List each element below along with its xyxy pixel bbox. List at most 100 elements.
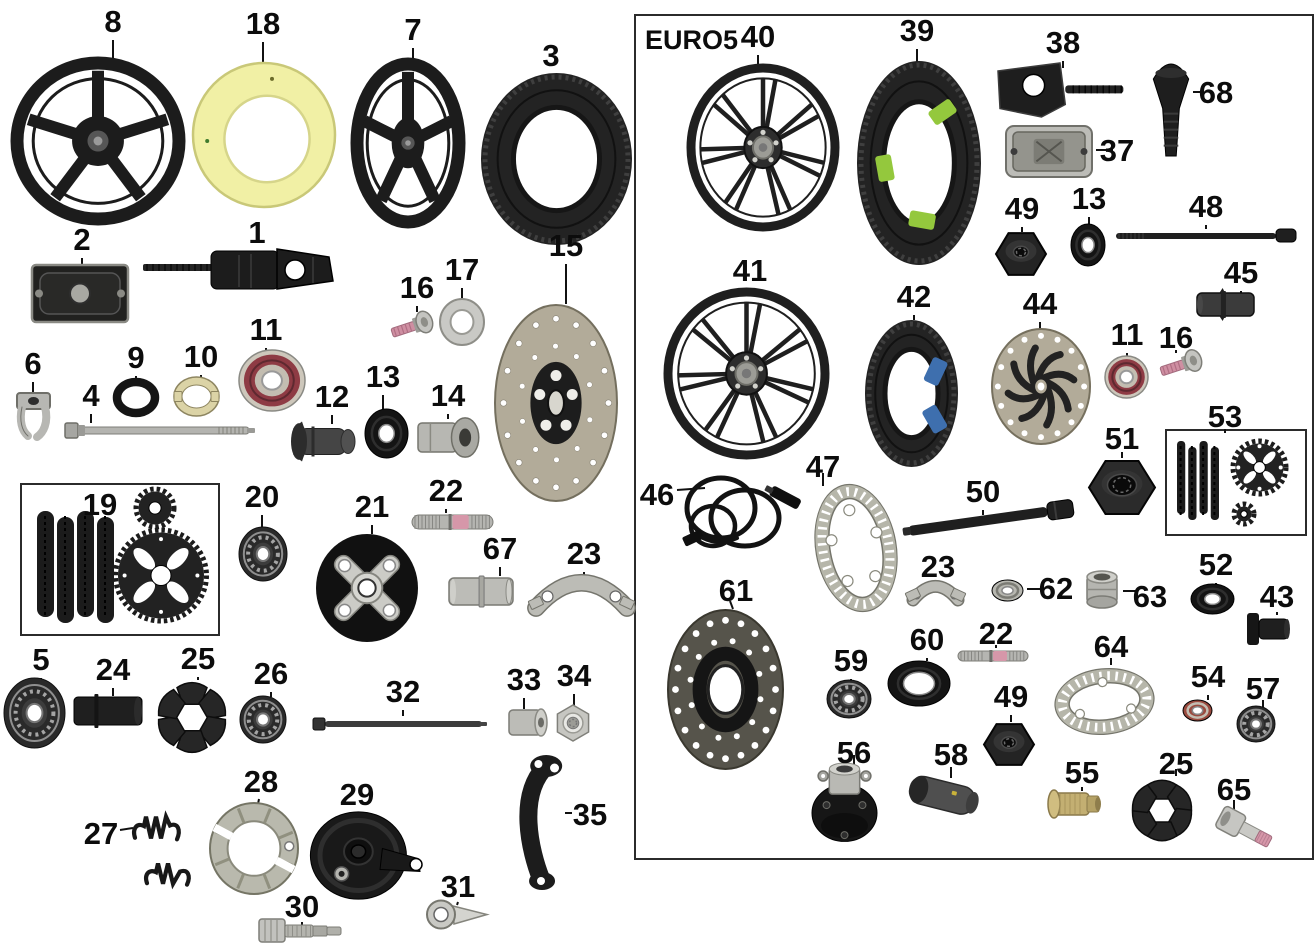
part-60-seal-illustration (887, 660, 951, 707)
part-label-59: 59 (833, 643, 869, 678)
part-47-absRing-illustration (814, 483, 898, 613)
part-68-valve-illustration (1152, 63, 1190, 157)
part-label-51: 51 (1104, 421, 1140, 456)
part-23r-lockplate-illustration (904, 579, 967, 607)
part-label-54: 54 (1190, 659, 1226, 694)
part-label-11: 11 (249, 312, 283, 347)
leader-line-46 (676, 487, 706, 491)
part-label-38: 38 (1045, 25, 1081, 60)
part-label-13r: 13 (1071, 181, 1107, 216)
part-label-17: 17 (444, 252, 480, 287)
part-2-plateStamped-illustration (30, 263, 130, 324)
part-4-axleHexL-illustration (64, 422, 255, 439)
part-label-22: 22 (428, 473, 464, 508)
part-label-6: 6 (24, 346, 42, 381)
part-label-62: 62 (1038, 571, 1074, 606)
part-label-14: 14 (430, 378, 466, 413)
part-50-axleAngled-illustration (902, 499, 1075, 536)
part-label-3: 3 (542, 38, 560, 73)
part-label-45: 45 (1223, 255, 1259, 290)
part-46-cable-illustration (682, 475, 801, 549)
part-39-tire-illustration (857, 61, 981, 265)
part-label-40: 40 (740, 19, 776, 54)
leader-line-27a (119, 827, 134, 831)
part-label-18: 18 (245, 6, 281, 41)
part-32-axleThin-illustration (312, 717, 487, 731)
part-label-43: 43 (1259, 579, 1295, 614)
part-65-boltAllen-illustration (1215, 805, 1273, 848)
part-23-lockplate-illustration (527, 573, 636, 617)
part-label-50: 50 (965, 474, 1001, 509)
leader-line-31 (456, 901, 459, 906)
part-label-8: 8 (104, 4, 122, 39)
part-10-lockwasher-illustration (173, 376, 220, 417)
part-59-bearingBall-illustration (826, 679, 872, 719)
part-34-nutSilver-illustration (556, 704, 590, 742)
part-45-bushDark-illustration (1196, 288, 1255, 321)
part-61-discDark-illustration (667, 609, 784, 770)
part-label-47: 47 (805, 449, 841, 484)
part-51-nutBlack-illustration (1087, 460, 1157, 515)
part-label-25: 25 (180, 641, 216, 676)
part-label-68: 68 (1198, 75, 1234, 110)
part-label-23r: 23 (920, 549, 956, 584)
part-38-bracket-illustration (997, 62, 1124, 118)
part-label-67: 67 (482, 531, 518, 566)
part-48-axleDark-illustration (1116, 228, 1297, 243)
part-43-bushBlackT-illustration (1247, 613, 1290, 645)
part-17-washer-illustration (439, 298, 485, 346)
part-label-57: 57 (1245, 671, 1281, 706)
part-12-rubberBush-illustration (291, 421, 356, 462)
part-label-64: 64 (1093, 629, 1129, 664)
part-8-wheel5-illustration (10, 56, 186, 226)
part-label-35: 35 (572, 797, 608, 832)
part-label-53: 53 (1207, 399, 1243, 434)
part-24-sleeveBlack-illustration (73, 694, 143, 728)
part-label-49a: 49 (1004, 191, 1040, 226)
part-16r-boltPink-illustration (1159, 348, 1203, 376)
part-label-19: 19 (82, 487, 118, 522)
part-label-25r: 25 (1158, 746, 1194, 781)
part-64-absRing-illustration (1054, 668, 1155, 735)
part-5-bearingBall-illustration (3, 677, 66, 749)
part-label-41: 41 (732, 253, 768, 288)
part-label-20: 20 (244, 479, 280, 514)
part-49a-nutBlack-illustration (994, 232, 1048, 276)
part-25-damper-illustration (157, 681, 227, 754)
part-label-28: 28 (243, 764, 279, 799)
part-1-adjuster-illustration (143, 248, 334, 290)
part-label-27a: 27 (83, 816, 119, 851)
part-6-clipFork-illustration (16, 392, 51, 441)
part-label-29: 29 (339, 777, 375, 812)
part-3-tire-illustration (481, 73, 632, 245)
part-28-shoes-illustration (209, 802, 299, 895)
part-label-48: 48 (1188, 189, 1224, 224)
part-25r-damper-illustration (1131, 779, 1193, 842)
part-label-24: 24 (95, 652, 131, 687)
part-label-16r: 16 (1158, 320, 1194, 355)
euro5-box (634, 14, 1314, 860)
part-label-22r: 22 (978, 616, 1014, 651)
part-21-hubFlange-illustration (316, 534, 418, 642)
part-label-11r: 11 (1110, 317, 1144, 352)
part-label-10: 10 (183, 339, 219, 374)
part-52-seal-illustration (1190, 583, 1235, 615)
part-label-33: 33 (506, 662, 542, 697)
part-41-wheel7-illustration (663, 287, 830, 460)
part-57-bearingBall-illustration (1236, 705, 1276, 743)
part-7-wheel5-illustration (350, 57, 466, 229)
part-label-65: 65 (1216, 772, 1252, 807)
part-37-plateSilver-illustration (1005, 125, 1093, 178)
part-63-bushSilverV-illustration (1086, 570, 1118, 609)
part-label-39: 39 (899, 13, 935, 48)
part-16-boltPink-illustration (390, 310, 434, 338)
part-35-armCurved-illustration (519, 755, 563, 890)
part-label-9: 9 (127, 340, 145, 375)
part-label-23: 23 (566, 536, 602, 571)
part-label-32: 32 (385, 674, 421, 709)
part-19sprS-sprocket-illustration (133, 486, 177, 530)
part-label-49b: 49 (993, 679, 1029, 714)
part-label-13: 13 (365, 359, 401, 394)
part-label-60: 60 (909, 622, 945, 657)
